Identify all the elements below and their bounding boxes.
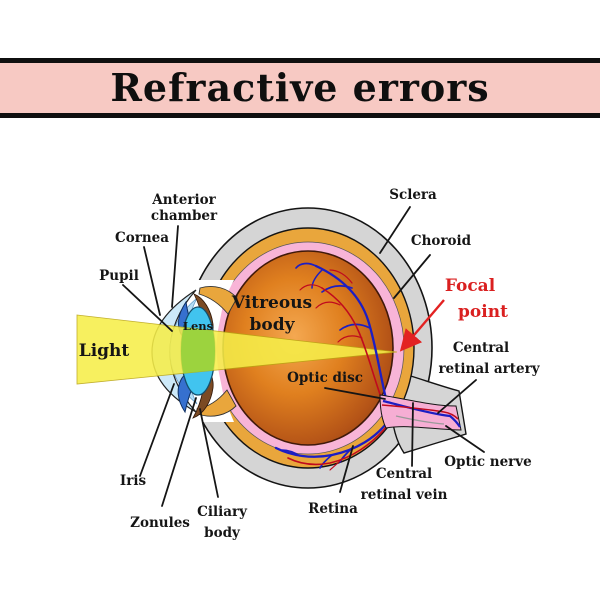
label-ciliary-body-2: body	[204, 525, 241, 541]
label-optic-nerve: Optic nerve	[444, 454, 531, 470]
artery-pointer	[437, 379, 477, 414]
label-ciliary-body: Ciliary	[197, 504, 248, 520]
label-zonules: Zonules	[130, 515, 190, 531]
light-beam	[76, 314, 398, 385]
central-retinal-artery-vessel	[381, 404, 459, 420]
label-anterior-chamber: Anterior	[151, 192, 216, 208]
label-lens: Lens	[183, 319, 213, 333]
label-central-retinal-vein: Central	[376, 466, 432, 482]
cornea-pointer	[143, 246, 161, 316]
label-central-retinal-artery-2: retinal artery	[438, 361, 540, 377]
label-focal-point: Focal	[445, 276, 496, 296]
focal-point-arrow	[399, 299, 445, 352]
ciliary-muscle-upper	[198, 286, 238, 315]
nerve-center-line	[395, 415, 445, 425]
label-focal-point-2: point	[458, 302, 508, 322]
label-light: Light	[79, 341, 130, 361]
label-optic-disc: Optic disc	[287, 370, 363, 386]
label-anterior-chamber-2: chamber	[151, 208, 218, 224]
label-retina: Retina	[308, 501, 358, 517]
label-central-retinal-vein-2: retinal vein	[361, 487, 448, 503]
ciliary-pointer	[199, 408, 219, 498]
pointer-lines	[122, 206, 485, 507]
vein-pointer	[411, 402, 414, 467]
label-choroid: Choroid	[411, 233, 472, 249]
optic-nerve-pointer	[445, 425, 485, 453]
central-retinal-vein-vessel	[382, 399, 461, 428]
label-vitreous-body-2: body	[250, 315, 296, 335]
retinal-arteries	[287, 269, 388, 471]
optic-nerve-core	[379, 394, 462, 431]
diagram-labels: Anterior chamber Cornea Pupil Light Lens…	[79, 187, 541, 541]
zonules-pointer	[161, 397, 197, 507]
nerve-core-shape	[379, 394, 462, 431]
label-pupil: Pupil	[99, 268, 139, 284]
sclera-pointer	[379, 206, 411, 254]
retina-pointer	[339, 445, 354, 493]
anterior-chamber-pointer	[171, 225, 179, 308]
page-title: Refractive errors	[110, 65, 490, 110]
eyeball-layers	[146, 207, 467, 489]
label-iris: Iris	[120, 473, 147, 489]
title-banner: Refractive errors	[0, 58, 600, 118]
iris-pointer	[139, 383, 175, 477]
choroid-pointer	[393, 254, 431, 299]
optic-disc-pointer	[324, 387, 386, 400]
label-sclera: Sclera	[389, 187, 437, 203]
label-vitreous-body: Vitreous	[231, 293, 312, 313]
retinal-vessels	[274, 262, 391, 471]
pupil-pointer	[122, 284, 173, 332]
label-central-retinal-artery: Central	[453, 340, 509, 356]
label-cornea: Cornea	[115, 230, 169, 246]
